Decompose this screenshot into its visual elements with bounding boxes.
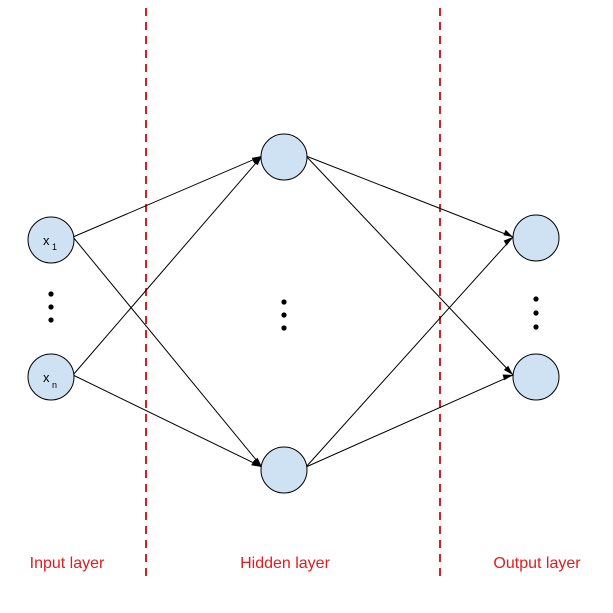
ellipsis-dot xyxy=(281,312,287,318)
arrowhead-output-top-from-hidden-top xyxy=(503,229,513,237)
edges xyxy=(72,155,514,468)
edge-hidden-top-to-output-bottom xyxy=(305,155,514,376)
arrowhead-output-bottom-from-hidden-top xyxy=(503,365,513,375)
arrowhead-output-bottom-from-hidden-bottom xyxy=(502,374,513,381)
hidden-ellipsis xyxy=(281,299,287,331)
input-node-x1-subscript: 1 xyxy=(52,242,57,252)
layer-label-output: Output layer xyxy=(493,555,581,572)
edge-hidden-bottom-to-output-bottom xyxy=(305,374,514,468)
input-node-x1-circle xyxy=(27,216,75,264)
input-ellipsis xyxy=(48,291,54,323)
edge-x1-to-hidden-bottom xyxy=(72,236,263,468)
ellipsis-dot xyxy=(48,304,54,310)
edge-xn-to-hidden-bottom xyxy=(72,374,263,468)
ellipsis-dot xyxy=(533,324,539,330)
hidden-node-top xyxy=(260,133,308,181)
output-node-bottom xyxy=(512,353,560,401)
input-node-xn-base: x xyxy=(43,370,50,385)
output-ellipsis xyxy=(533,296,539,330)
input-node-x1: x 1 xyxy=(27,216,75,264)
layer-label-input: Input layer xyxy=(30,555,105,572)
edge-x1-to-hidden-top xyxy=(72,155,263,238)
ellipsis-dot xyxy=(281,325,287,331)
hidden-node-bottom xyxy=(260,446,308,494)
input-node-xn-circle xyxy=(27,353,75,401)
arrowhead-hidden-bottom-from-xn xyxy=(253,457,262,467)
ellipsis-dot xyxy=(533,296,539,302)
input-node-xn: x n xyxy=(27,353,75,401)
ellipsis-dot xyxy=(48,291,54,297)
arrowhead-output-top-from-hidden-bottom xyxy=(503,237,513,246)
ellipsis-dot xyxy=(533,310,539,316)
layer-label-hidden: Hidden layer xyxy=(240,555,331,572)
arrowhead-hidden-top-from-xn xyxy=(253,156,262,166)
output-node-top xyxy=(512,214,560,262)
arrowheads xyxy=(251,156,513,467)
ellipsis-dot xyxy=(281,299,287,305)
input-node-xn-subscript: n xyxy=(52,380,57,390)
ellipsis-dot xyxy=(48,317,54,323)
input-node-x1-base: x xyxy=(43,233,50,248)
edge-hidden-bottom-to-output-top xyxy=(305,236,514,468)
edge-xn-to-hidden-top xyxy=(72,155,263,376)
edge-hidden-top-to-output-top xyxy=(305,155,514,238)
